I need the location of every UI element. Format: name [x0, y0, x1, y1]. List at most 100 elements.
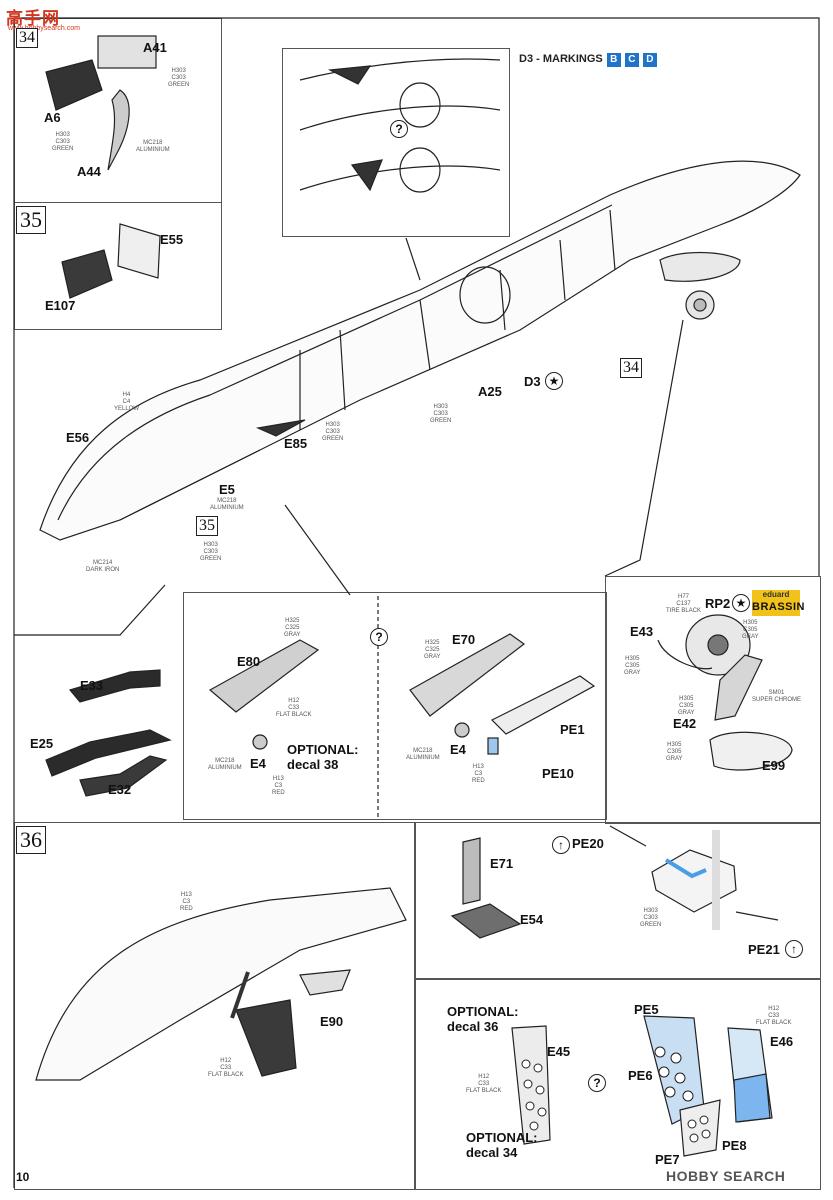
frame-detail-top: [282, 48, 510, 237]
marking-box-c: C: [624, 53, 639, 67]
paint-code: H12: [768, 1006, 780, 1012]
frame-optional-panel: [183, 592, 607, 820]
step-number-34-top: 34: [16, 28, 38, 48]
paint-code: C305: [743, 627, 758, 633]
paint-code: H305: [625, 656, 640, 662]
paint-code: RED: [272, 790, 285, 796]
paint-code: DARK IRON: [86, 567, 120, 573]
paint-code: SUPER CHROME: [752, 697, 802, 703]
part-label-pe20: PE20: [572, 836, 604, 851]
part-label-pe8: PE8: [722, 1138, 747, 1153]
optional-decal-34: OPTIONAL: decal 34: [466, 1130, 538, 1160]
part-label-e25: E25: [30, 736, 54, 751]
paint-code: C303: [55, 139, 70, 145]
part-label-e43: E43: [630, 624, 654, 639]
paint-code: H13: [180, 892, 192, 898]
step-number-35: 35: [16, 206, 46, 234]
paint-code: H303: [55, 132, 70, 138]
paint-code: GRAY: [666, 756, 683, 762]
paint-code: H303: [643, 908, 658, 914]
paint-code: GREEN: [430, 418, 452, 424]
paint-code: GRAY: [742, 634, 759, 640]
optional-decal: decal 34: [466, 1145, 518, 1160]
paint-code: C33: [478, 1081, 490, 1087]
part-label-e71: E71: [490, 856, 514, 871]
part-label-pe5: PE5: [634, 1002, 659, 1017]
part-label-e56: E56: [66, 430, 90, 445]
markings-legend: D3 - MARKINGS B C D: [519, 53, 657, 67]
optional-label: OPTIONAL:: [287, 742, 359, 757]
part-label-e99: E99: [762, 758, 786, 773]
paint-code: C305: [625, 663, 640, 669]
paint-code: GRAY: [624, 670, 641, 676]
paint-code: C305: [679, 703, 694, 709]
paint-code: H4: [122, 392, 131, 398]
paint-code: GRAY: [284, 632, 301, 638]
paint-code: GRAY: [424, 654, 441, 660]
paint-code: H305: [667, 742, 682, 748]
site-logo: 高手网: [6, 9, 60, 28]
step-number-34-inline: 34: [620, 358, 642, 378]
part-label-e70: E70: [452, 632, 476, 647]
paint-code: C303: [171, 75, 186, 81]
paint-code: GREEN: [52, 146, 74, 152]
brassin-line2: BRASSIN: [752, 601, 806, 613]
part-label-e107: E107: [45, 298, 76, 313]
paint-code: H303: [325, 422, 340, 428]
paint-code: FLAT BLACK: [756, 1020, 792, 1026]
part-label-pe1: PE1: [560, 722, 585, 737]
paint-code: FLAT BLACK: [208, 1072, 244, 1078]
paint-code: C303: [203, 549, 218, 555]
paint-code: C33: [220, 1065, 232, 1071]
part-label-e4-left: E4: [250, 756, 266, 771]
paint-code: ALUMINIUM: [136, 147, 170, 153]
paint-code: TIRE BLACK: [666, 608, 702, 614]
part-label-a44: A44: [77, 164, 101, 179]
optional-decal: decal 36: [447, 1019, 499, 1034]
paint-code: C33: [768, 1013, 780, 1019]
paint-code: C305: [667, 749, 682, 755]
marking-box-b: B: [606, 53, 621, 67]
paint-code: H77: [678, 594, 690, 600]
paint-code: C3: [182, 899, 191, 905]
part-label-pe6: PE6: [628, 1068, 653, 1083]
paint-code: C137: [676, 601, 691, 607]
step-number-36: 36: [16, 826, 46, 854]
optional-label: OPTIONAL:: [466, 1130, 538, 1145]
part-label-e46: E46: [770, 1034, 794, 1049]
paint-code: MC218: [217, 498, 237, 504]
paint-code: H325: [285, 618, 300, 624]
optional-decal-38: OPTIONAL: decal 38: [287, 742, 359, 772]
star-icon-d3: ★: [545, 372, 563, 390]
paint-code: H325: [425, 640, 440, 646]
paint-code: C4: [122, 399, 131, 405]
paint-code: H12: [478, 1074, 490, 1080]
part-label-a6: A6: [44, 110, 61, 125]
part-label-pe10: PE10: [542, 766, 574, 781]
paint-code: YELLOW: [114, 406, 140, 412]
markings-title: D3 - MARKINGS: [519, 53, 603, 65]
paint-code: C303: [643, 915, 658, 921]
site-logo-url: www.hobbysearch.com: [8, 25, 80, 32]
paint-code: C303: [325, 429, 340, 435]
page-number: 10: [16, 1170, 30, 1184]
paint-code: H13: [472, 764, 484, 770]
part-label-e33: E33: [80, 678, 104, 693]
paint-code: MC218: [215, 758, 235, 764]
part-label-pe7: PE7: [655, 1152, 680, 1167]
